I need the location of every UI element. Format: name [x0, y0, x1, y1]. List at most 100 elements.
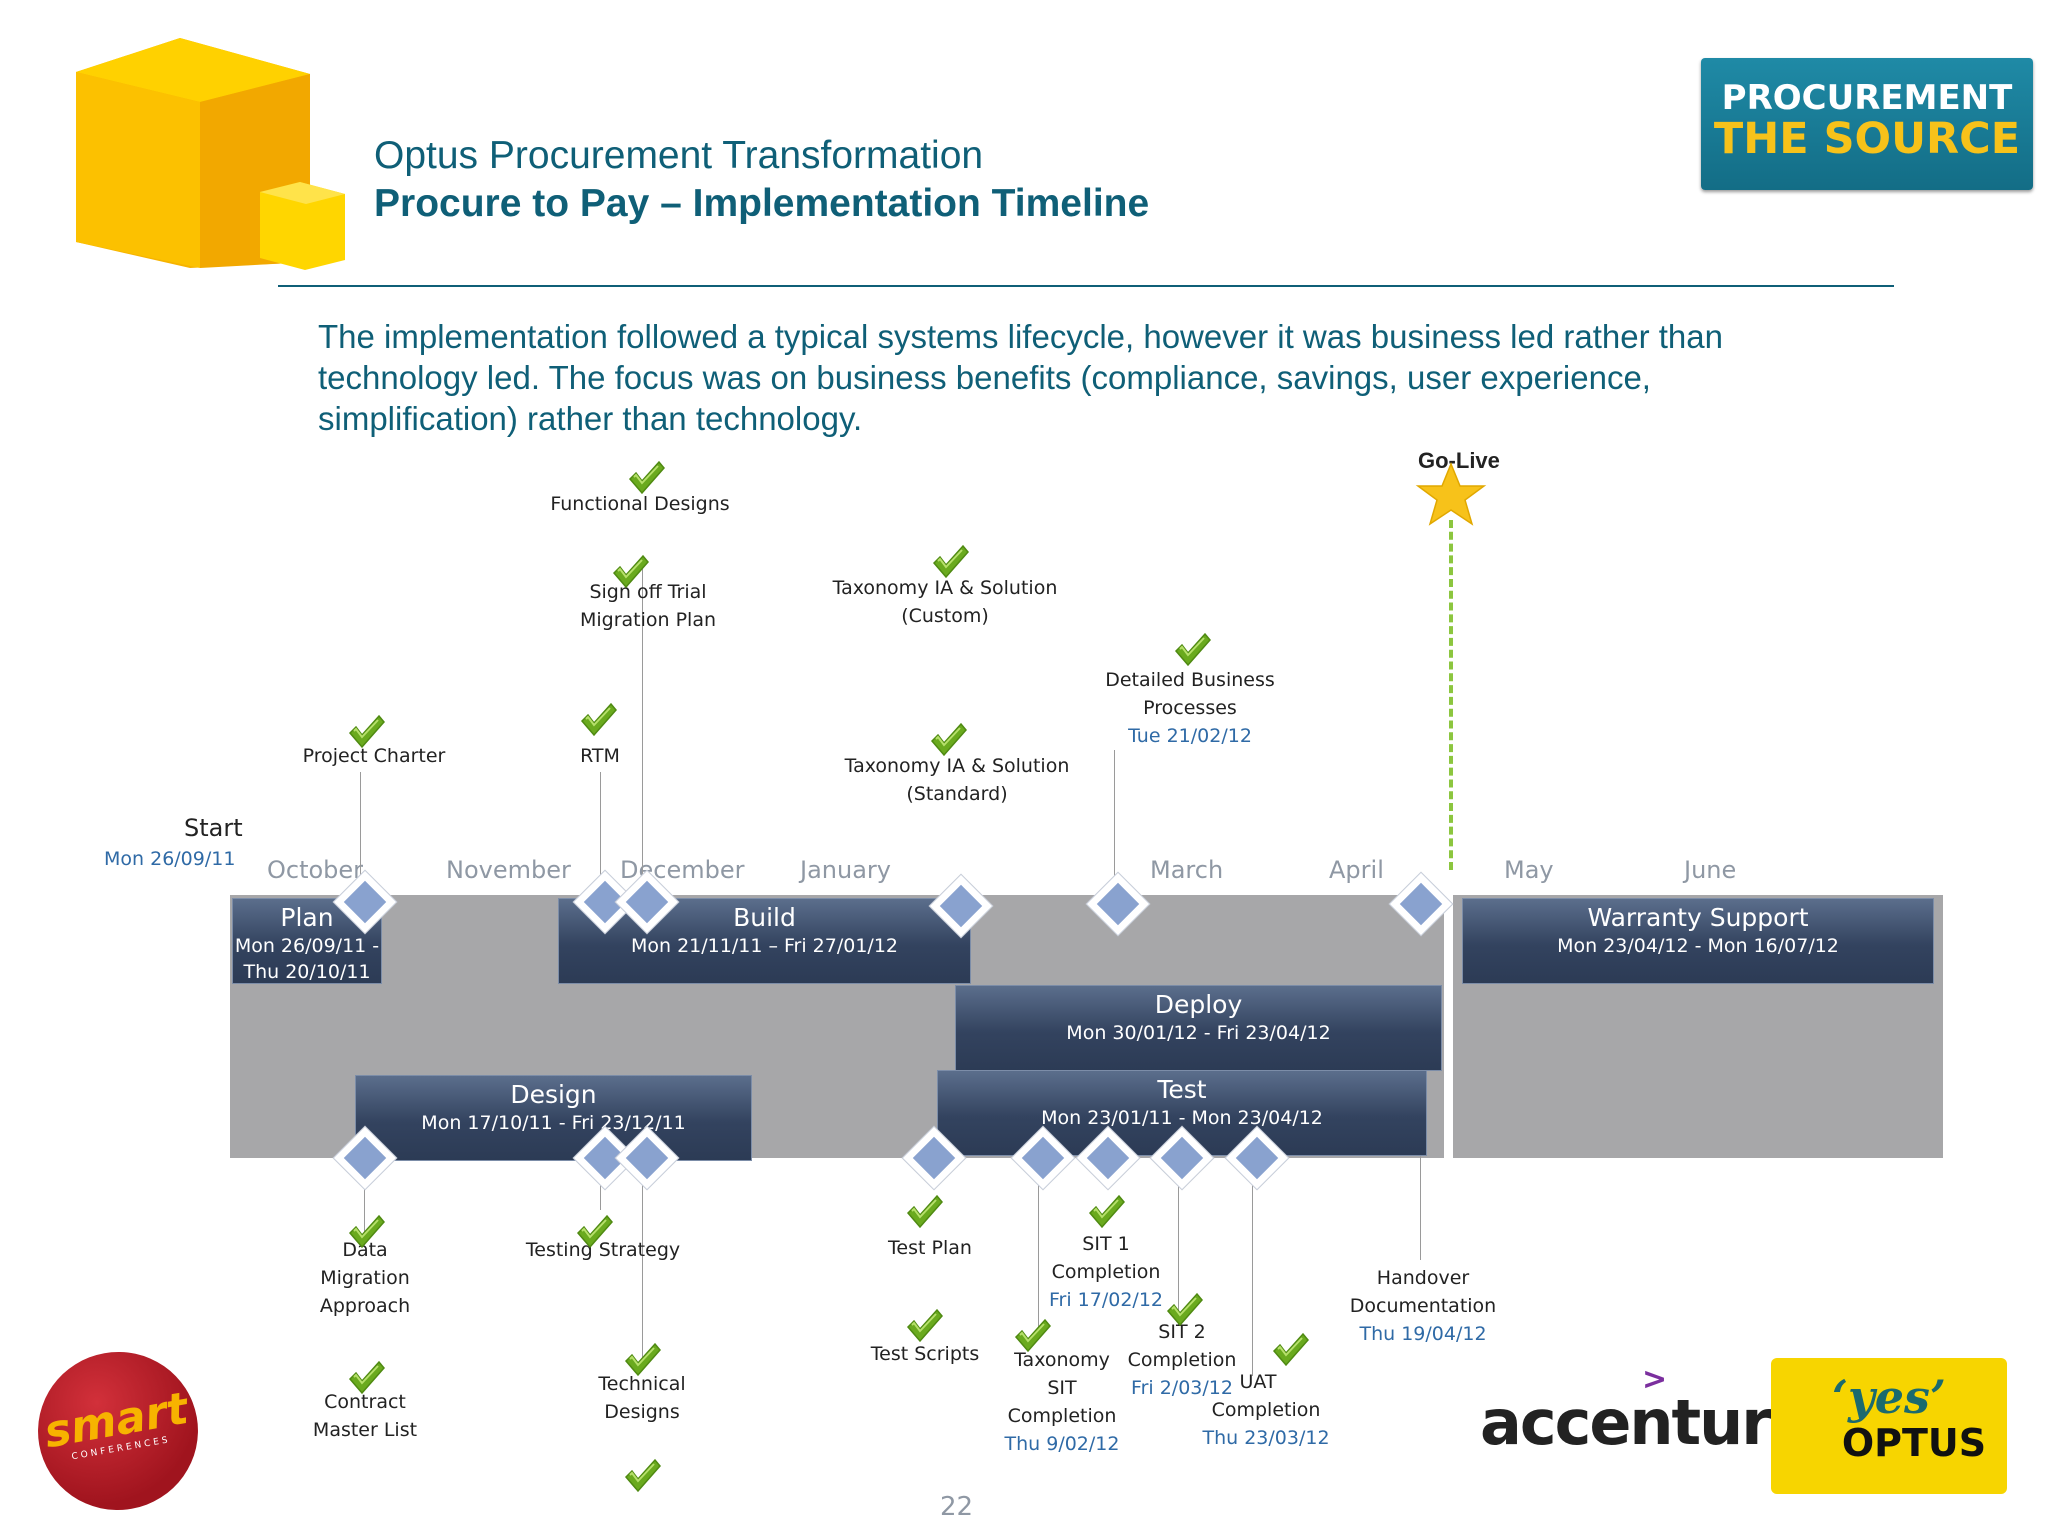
milestone-label: Migration Plan — [579, 609, 717, 631]
milestone-label: SIT 2 — [1158, 1321, 1206, 1343]
milestone-data-migration: Data Migration Approach — [300, 1236, 430, 1320]
milestone-date: Tue 21/02/12 — [1128, 725, 1252, 747]
check-icon — [930, 542, 970, 582]
milestone-label: Master List — [312, 1419, 418, 1441]
milestone-label: Documentation — [1349, 1295, 1497, 1317]
milestone-label: Completion — [1007, 1405, 1117, 1427]
connector — [1420, 1100, 1421, 1260]
milestone-uat: UAT Completion Thu 23/03/12 — [1196, 1368, 1336, 1452]
milestone-date: Fri 17/02/12 — [1048, 1289, 1163, 1311]
milestone-sit1: SIT 1 Completion Fri 17/02/12 — [1036, 1230, 1176, 1314]
connector — [1038, 1156, 1039, 1336]
page-number: 22 — [940, 1492, 974, 1522]
connector — [364, 1156, 365, 1236]
phase-plan-date2: Thu 20/10/11 — [243, 961, 371, 983]
month-june: June — [1684, 856, 1737, 884]
milestone-signoff: Sign off Trial Migration Plan — [548, 578, 748, 634]
check-icon — [610, 552, 650, 592]
connector — [642, 560, 643, 894]
check-icon — [346, 1212, 386, 1252]
milestone-label: Test Scripts — [870, 1343, 980, 1365]
check-icon — [1164, 1290, 1204, 1330]
milestone-taxonomy-custom: Taxonomy IA & Solution (Custom) — [800, 574, 1090, 630]
check-icon — [346, 1358, 386, 1398]
phase-design-name: Design — [510, 1080, 597, 1109]
intro-text: The implementation followed a typical sy… — [318, 318, 1723, 437]
phase-warranty: Warranty Support Mon 23/04/12 - Mon 16/0… — [1462, 898, 1934, 984]
milestone-label: Sign off Trial — [589, 581, 707, 603]
accenture-logo-text: accenture — [1480, 1386, 1812, 1459]
milestone-project-charter: Project Charter — [284, 742, 464, 770]
check-icon — [1086, 1192, 1126, 1232]
milestone-label: Technical — [598, 1373, 686, 1395]
milestone-label: UAT — [1239, 1371, 1277, 1393]
page-title-line1: Optus Procurement Transformation — [374, 134, 984, 177]
milestone-date: Fri 2/03/12 — [1131, 1377, 1233, 1399]
phase-warranty-date: Mon 23/04/12 - Mon 16/07/12 — [1557, 935, 1839, 957]
milestone-test-scripts: Test Scripts — [860, 1340, 990, 1368]
milestone-label: Taxonomy — [1014, 1349, 1110, 1371]
start-date: Mon 26/09/11 — [104, 848, 236, 870]
phase-deploy: Deploy Mon 30/01/12 - Fri 23/04/12 — [955, 985, 1442, 1071]
milestone-taxonomy-standard: Taxonomy IA & Solution (Standard) — [812, 752, 1102, 808]
milestone-label: Completion — [1127, 1349, 1237, 1371]
milestone-label: RTM — [580, 745, 620, 767]
connector — [360, 772, 361, 894]
milestone-label: (Standard) — [906, 783, 1008, 805]
badge-line2: THE SOURCE — [1713, 114, 2021, 164]
phase-test-date: Mon 23/01/11 - Mon 23/04/12 — [1041, 1107, 1323, 1129]
milestone-label: Contract — [324, 1391, 406, 1413]
phase-design-date: Mon 17/10/11 - Fri 23/12/11 — [421, 1112, 686, 1134]
milestone-functional-designs: Functional Designs — [540, 490, 740, 518]
milestone-label: SIT 1 — [1082, 1233, 1130, 1255]
month-october: October — [267, 856, 364, 884]
check-icon — [928, 720, 968, 760]
month-january: January — [800, 856, 891, 884]
connector — [600, 772, 601, 894]
milestone-rtm: RTM — [560, 742, 640, 770]
milestone-date: Thu 23/03/12 — [1202, 1427, 1330, 1449]
phase-warranty-name: Warranty Support — [1587, 903, 1809, 932]
milestone-date: Thu 19/04/12 — [1359, 1323, 1487, 1345]
milestone-label: Functional Designs — [550, 493, 730, 515]
milestone-label: Handover — [1376, 1267, 1470, 1289]
milestone-label: Completion — [1051, 1261, 1161, 1283]
milestone-detailed-processes: Detailed Business Processes Tue 21/02/12 — [1080, 666, 1300, 750]
milestone-label: (Custom) — [901, 605, 989, 627]
milestone-label: Detailed Business — [1105, 669, 1275, 691]
milestone-technical-designs: Technical Designs — [572, 1370, 712, 1426]
phase-deploy-name: Deploy — [1154, 990, 1243, 1019]
milestone-label: Test Plan — [888, 1237, 972, 1259]
go-live-label: Go-Live — [1418, 448, 1500, 473]
phase-build-name: Build — [733, 903, 796, 932]
milestone-label: Completion — [1211, 1399, 1321, 1421]
accenture-chevron-icon: > — [1642, 1362, 1668, 1397]
milestone-label: Processes — [1143, 697, 1237, 719]
optus-yes-text: ‘yes’ — [1832, 1370, 1946, 1424]
go-live-line — [1449, 520, 1453, 870]
milestone-label: Migration — [320, 1267, 410, 1289]
badge-line1: PROCUREMENT — [1721, 78, 2013, 118]
phase-test-name: Test — [1157, 1075, 1207, 1104]
milestone-label: Designs — [604, 1401, 680, 1423]
month-may: May — [1504, 856, 1554, 884]
accenture-logo: > accenture — [1480, 1362, 1812, 1459]
phase-deploy-date: Mon 30/01/12 - Fri 23/04/12 — [1066, 1022, 1331, 1044]
connector — [642, 1156, 643, 1370]
page-title-line2: Procure to Pay – Implementation Timeline — [374, 182, 1150, 225]
go-live-star-icon — [1415, 462, 1487, 526]
check-icon — [622, 1340, 662, 1380]
phase-plan-name: Plan — [280, 903, 334, 932]
procurement-badge: PROCUREMENT THE SOURCE — [1701, 58, 2033, 190]
phase-plan-date1: Mon 26/09/11 - — [234, 935, 380, 957]
header-divider — [278, 285, 1894, 287]
cube-logo — [76, 38, 345, 270]
milestone-label: Taxonomy IA & Solution — [832, 577, 1058, 599]
milestone-label: SIT — [1047, 1377, 1077, 1399]
milestone-sit2: SIT 2 Completion Fri 2/03/12 — [1112, 1318, 1252, 1402]
check-icon — [1270, 1330, 1310, 1370]
check-icon — [904, 1306, 944, 1346]
check-icon — [574, 1212, 614, 1252]
milestone-label: Data — [342, 1239, 388, 1261]
milestone-label: Project Charter — [302, 745, 446, 767]
